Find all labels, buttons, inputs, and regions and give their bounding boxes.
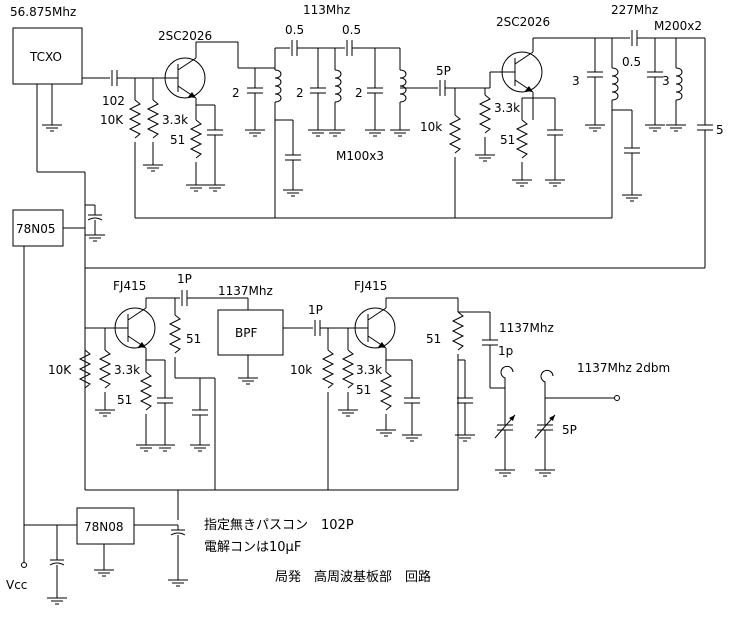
q3-label: FJ415 — [113, 279, 146, 293]
r51-1-label: 51 — [170, 133, 185, 147]
tcxo-freq-label: 56.875Mhz — [10, 5, 76, 19]
r51-5-label: 51 — [356, 383, 371, 397]
coil-3 — [399, 69, 407, 103]
output-cap-1p — [481, 339, 499, 346]
bpf-label: BPF — [235, 326, 257, 340]
q1-label: 2SC2026 — [158, 29, 212, 43]
tcxo-label: TCXO — [29, 50, 62, 64]
output-terminal — [614, 395, 620, 401]
coupling-cap-1p-1 — [181, 289, 188, 307]
transistor-q1 — [164, 57, 206, 99]
c1p-3-label: 1p — [498, 344, 513, 358]
r33k-2-label: 3.3k — [494, 101, 520, 115]
m100-label: M100x3 — [336, 149, 384, 163]
f3-label: 1137Mhz — [218, 284, 273, 298]
coupling-cap-1p-2 — [314, 319, 321, 337]
q2-label: 2SC2026 — [496, 15, 550, 29]
r51-3-label: 51 — [117, 393, 132, 407]
f1-label: 113Mhz — [303, 3, 350, 17]
c3-b-label: 3 — [662, 74, 670, 88]
resistor-51-2 — [516, 119, 528, 159]
r51-4-label: 51 — [186, 332, 201, 346]
c5p-1-label: 5P — [436, 64, 451, 78]
c2-a-label: 2 — [232, 86, 240, 100]
coupling-cap-102 — [111, 69, 118, 87]
f4-label: 1137Mhz — [499, 321, 554, 335]
r10k-4-label: 10k — [290, 363, 312, 377]
resistor-3k3-2 — [479, 94, 491, 134]
resistor-10k-2 — [449, 114, 461, 154]
reg1-label: 78N05 — [16, 222, 56, 236]
c2-b-label: 2 — [296, 86, 304, 100]
cap-102-label: 102 — [102, 94, 125, 108]
bpf-module — [217, 309, 284, 356]
note-electrolytic: 電解コンは10μF — [204, 540, 301, 555]
output-label: 1137Mhz 2dbm — [577, 361, 670, 375]
resistor-3k3-1 — [147, 99, 159, 139]
m200-label: M200x2 — [654, 19, 702, 33]
resistor-51-4 — [169, 314, 181, 354]
c05-b-label: 0.5 — [342, 23, 361, 37]
r33k-3-label: 3.3k — [114, 363, 140, 377]
resistor-51-1 — [190, 119, 202, 159]
diagram-title: 局発 高周波基板部 回路 — [275, 569, 431, 585]
c5-label: 5 — [716, 123, 724, 137]
coupling-cap-5p — [439, 79, 446, 97]
coil-2 — [334, 69, 342, 103]
resistor-51-6 — [452, 311, 464, 351]
c2-d-label: 2 — [355, 86, 363, 100]
f2-label: 227Mhz — [611, 3, 658, 17]
coupling-cap-5 — [696, 124, 714, 131]
note-bypass: 指定無きパスコン 102P — [204, 518, 354, 533]
c1p-2-label: 1P — [308, 303, 323, 317]
r10k-1-label: 10K — [100, 113, 124, 127]
resistor-3k3-4 — [342, 349, 354, 389]
resistor-10k-1 — [129, 99, 141, 139]
c1p-1-label: 1P — [177, 272, 192, 286]
coil-5 — [675, 67, 683, 101]
c05-c-label: 0.5 — [622, 55, 641, 69]
resistor-3k3-3 — [99, 349, 111, 389]
vcc-label: Vcc — [6, 578, 27, 592]
coil-1 — [274, 69, 282, 103]
tcxo-module — [12, 27, 83, 85]
resistor-51-5 — [380, 371, 392, 411]
resistor-10k-4 — [322, 349, 334, 389]
q4-label: FJ415 — [354, 279, 387, 293]
r10k-2-label: 10k — [420, 120, 442, 134]
coil-4 — [611, 67, 619, 101]
c5p-2-label: 5P — [562, 423, 577, 437]
vcc-terminal — [21, 562, 27, 568]
resistor-51-3 — [140, 371, 152, 411]
r51-6-label: 51 — [426, 332, 441, 346]
c3-label: 3 — [572, 74, 580, 88]
reg2-label: 78N08 — [84, 520, 124, 534]
regulator-78n08 — [76, 507, 135, 545]
r33k-4-label: 3.3k — [356, 363, 382, 377]
r51-2-label: 51 — [500, 133, 515, 147]
c05-a-label: 0.5 — [285, 23, 304, 37]
r33k-1-label: 3.3k — [162, 113, 188, 127]
r10k-3-label: 10K — [48, 363, 72, 377]
